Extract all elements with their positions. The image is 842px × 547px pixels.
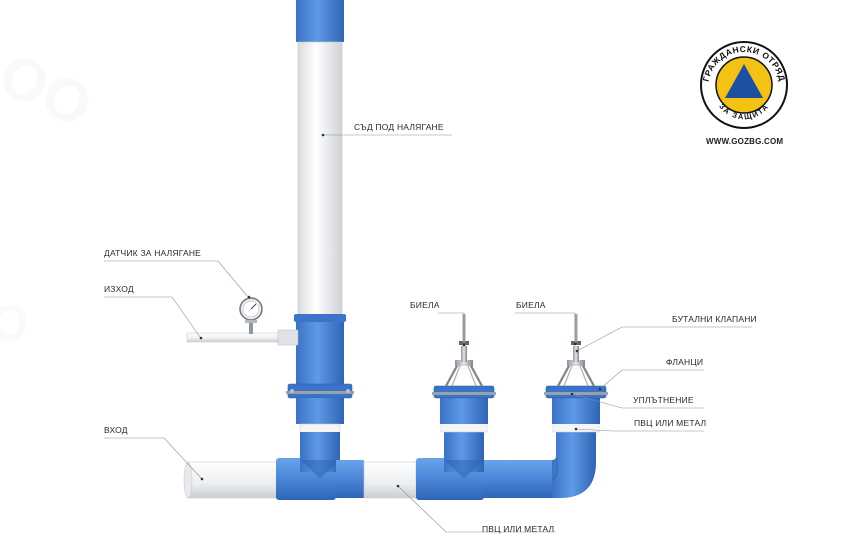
label-pvc-or-metal-right: ПВЦ ИЛИ МЕТАЛ bbox=[634, 418, 707, 428]
label-flanges: ФЛАНЦИ bbox=[666, 357, 704, 367]
label-rod-left: БИЕЛА bbox=[410, 300, 440, 310]
leader-inlet bbox=[104, 437, 203, 480]
leader-rod-left bbox=[438, 312, 465, 344]
outlet-pipe bbox=[186, 329, 299, 346]
vessel-flange bbox=[286, 383, 354, 434]
label-pressure-vessel: СЪД ПОД НАЛЯГАНЕ bbox=[354, 122, 444, 132]
svg-text:O: O bbox=[0, 295, 29, 351]
label-pressure-sensor: ДАТЧИК ЗА НАЛЯГАНЕ bbox=[104, 248, 202, 258]
elbow-fitting bbox=[514, 432, 596, 498]
label-piston-valves: БУТАЛНИ КЛАПАНИ bbox=[672, 314, 757, 324]
leader-rod-right bbox=[515, 312, 576, 343]
background-watermark: OO O bbox=[0, 40, 102, 351]
label-inlet: ВХОД bbox=[104, 425, 128, 435]
label-outlet: ИЗХОД bbox=[104, 284, 134, 294]
valve-right bbox=[544, 314, 608, 433]
pressure-gauge bbox=[239, 297, 263, 334]
leader-pressure-sensor bbox=[104, 260, 249, 298]
pressure-vessel bbox=[294, 0, 346, 384]
leader-pvc-bottom bbox=[397, 485, 556, 533]
leader-seal bbox=[571, 393, 704, 409]
leader-lines bbox=[104, 134, 752, 533]
leader-outlet bbox=[104, 296, 201, 338]
tee-fitting-right bbox=[416, 432, 514, 500]
leader-piston-valves bbox=[576, 326, 752, 352]
label-rod-right: БИЕЛА bbox=[516, 300, 546, 310]
middle-pipe bbox=[363, 461, 417, 499]
leader-pvc-right bbox=[575, 428, 704, 432]
leader-flanges bbox=[599, 369, 704, 390]
leader-dots bbox=[199, 133, 602, 488]
tee-fitting-left bbox=[276, 432, 364, 500]
inlet-pipe bbox=[183, 461, 279, 499]
website-text: WWW.GOZBG.COM bbox=[706, 137, 784, 146]
label-seal: УПЛЪТНЕНИЕ bbox=[633, 395, 694, 405]
label-pvc-or-metal-bottom: ПВЦ ИЛИ МЕТАЛ bbox=[482, 524, 555, 534]
organization-logo: ГРАЖДАНСКИ ОТРЯД ЗА ЗАЩИТА bbox=[700, 41, 788, 129]
svg-text:OO: OO bbox=[0, 40, 102, 140]
